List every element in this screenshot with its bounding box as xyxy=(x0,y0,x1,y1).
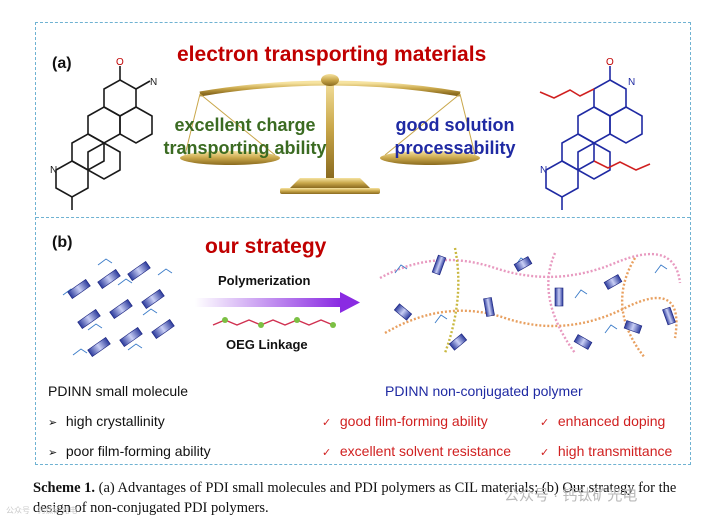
svg-text:O: O xyxy=(116,57,124,68)
svg-text:O: O xyxy=(606,57,614,68)
pdi-molecule-left: O N N xyxy=(50,57,157,210)
panel-divider xyxy=(36,217,690,218)
oeg-linkage-chain xyxy=(212,317,336,328)
polymer-caption: PDINN non-conjugated polymer xyxy=(385,383,583,399)
figure-caption: Scheme 1. (a) Advantages of PDI small mo… xyxy=(33,478,693,518)
panel-b-label: (b) xyxy=(52,234,73,251)
arrow-label-bottom: OEG Linkage xyxy=(226,337,308,352)
arrow-bullet-icon: ➢ xyxy=(48,447,58,459)
arrow-bullet-icon: ➢ xyxy=(48,417,58,429)
right-bullet-1: ✓ good film-forming ability xyxy=(322,413,488,429)
check-icon: ✓ xyxy=(540,447,550,459)
left-bullet-1: ➢ high crystallinity xyxy=(48,413,165,429)
panel-b-heading: our strategy xyxy=(205,235,327,258)
panel-a-label: (a) xyxy=(52,55,72,72)
caption-label: Scheme 1. xyxy=(33,480,96,496)
right-bullet-2: ✓ enhanced doping xyxy=(540,413,666,429)
panel-a-heading: electron transporting materials xyxy=(177,43,487,66)
watermark-small: 公众号 · 钙钛矿光电 xyxy=(6,506,78,515)
right-advantage-line1: good solution xyxy=(395,115,515,135)
arrow-label-top: Polymerization xyxy=(218,273,311,288)
balance-scale xyxy=(180,74,480,194)
left-advantage-line1: excellent charge xyxy=(174,115,316,135)
polymer-network xyxy=(379,247,682,359)
svg-text:N: N xyxy=(540,165,547,176)
polymerization-arrow xyxy=(195,292,360,313)
check-icon: ✓ xyxy=(540,417,550,429)
right-bullet-3: ✓ excellent solvent resistance xyxy=(322,443,512,459)
pdi-molecule-right: O N N xyxy=(539,57,651,210)
right-advantage-text: good solution processability xyxy=(380,114,530,160)
check-icon: ✓ xyxy=(322,417,332,429)
small-molecule-caption: PDINN small molecule xyxy=(48,383,189,399)
left-advantage-line2: transporting ability xyxy=(163,138,327,158)
caption-text: (a) Advantages of PDI small molecules an… xyxy=(33,480,677,516)
right-bullet-4: ✓ high transmittance xyxy=(540,443,673,459)
small-molecule-cluster xyxy=(62,258,175,358)
check-icon: ✓ xyxy=(322,447,332,459)
svg-text:N: N xyxy=(628,77,635,88)
left-advantage-text: excellent charge transporting ability xyxy=(160,114,330,160)
left-bullet-2: ➢ poor film-forming ability xyxy=(48,443,211,459)
svg-text:N: N xyxy=(50,165,57,176)
svg-text:N: N xyxy=(150,77,157,88)
watermark: 公众号 · 钙钛矿光电 xyxy=(504,487,638,504)
right-advantage-line2: processability xyxy=(394,138,516,158)
